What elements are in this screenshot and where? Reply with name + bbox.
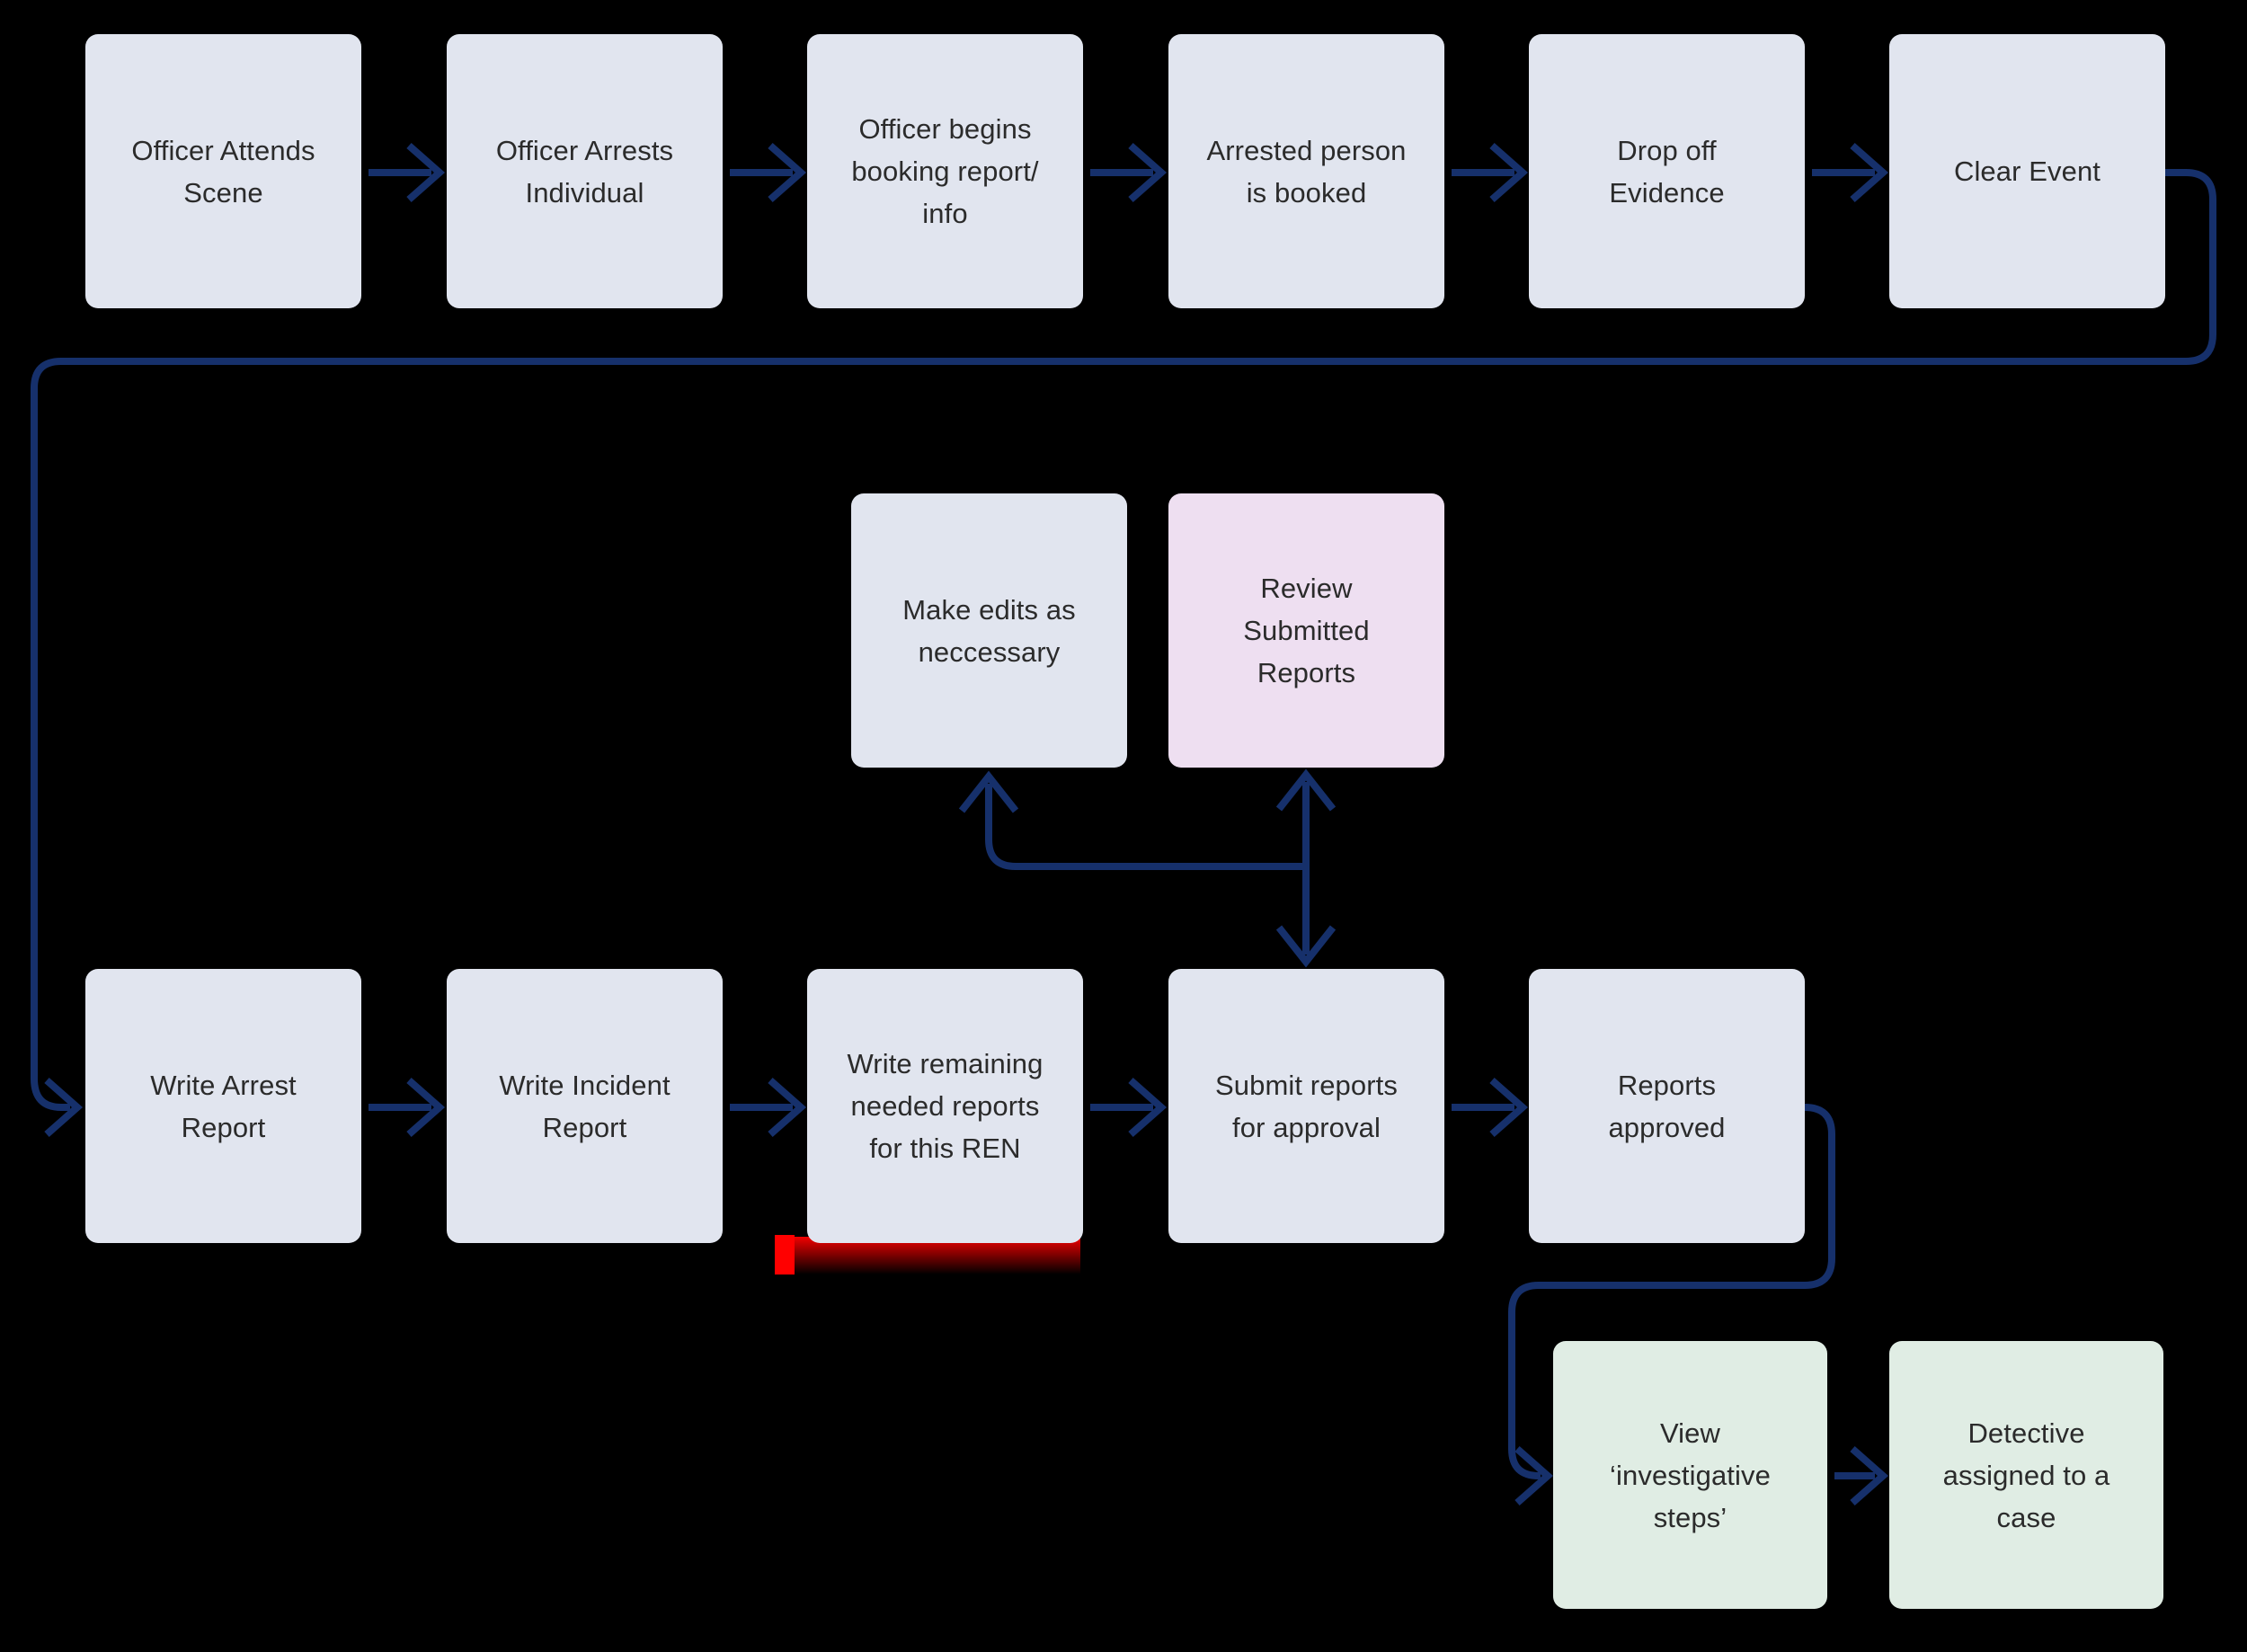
node-write-remaining-needed-reports[interactable]: Write remaining needed reports for this … bbox=[807, 969, 1083, 1243]
edge-arrest-report-to-incident-report bbox=[369, 1078, 446, 1137]
edge-remaining-reports-to-submit bbox=[1090, 1078, 1168, 1137]
edge-submit-to-review-bidirectional bbox=[1275, 768, 1337, 968]
edge-evidence-to-clear bbox=[1812, 143, 1889, 202]
node-write-arrest-report[interactable]: Write Arrest Report bbox=[85, 969, 361, 1243]
edge-review-to-make-edits bbox=[958, 770, 1302, 870]
node-review-submitted-reports[interactable]: Review Submitted Reports bbox=[1168, 493, 1444, 768]
edge-reports-approved-to-view-steps bbox=[1508, 1104, 1835, 1505]
edge-booked-to-evidence bbox=[1452, 143, 1529, 202]
node-detective-assigned-to-a-case[interactable]: Detective assigned to a case bbox=[1889, 1341, 2163, 1609]
edge-incident-report-to-remaining-reports bbox=[730, 1078, 807, 1137]
node-officer-attends-scene[interactable]: Officer Attends Scene bbox=[85, 34, 361, 308]
node-arrested-person-is-booked[interactable]: Arrested person is booked bbox=[1168, 34, 1444, 308]
edge-booking-to-booked bbox=[1090, 143, 1168, 202]
edge-clear-to-arrest-report bbox=[31, 169, 2216, 1137]
node-reports-approved[interactable]: Reports approved bbox=[1529, 969, 1805, 1243]
node-make-edits-as-necessary[interactable]: Make edits as neccessary bbox=[851, 493, 1127, 768]
node-submit-reports-for-approval[interactable]: Submit reports for approval bbox=[1168, 969, 1444, 1243]
edge-scene-to-arrest bbox=[369, 143, 446, 202]
node-drop-off-evidence[interactable]: Drop off Evidence bbox=[1529, 34, 1805, 308]
node-officer-arrests-individual[interactable]: Officer Arrests Individual bbox=[447, 34, 723, 308]
node-view-investigative-steps[interactable]: View ‘investigative steps’ bbox=[1553, 1341, 1827, 1609]
edge-arrest-to-booking bbox=[730, 143, 807, 202]
node-officer-begins-booking-report[interactable]: Officer begins booking report/ info bbox=[807, 34, 1083, 308]
edge-view-steps-to-detective bbox=[1834, 1446, 1889, 1505]
node-clear-event[interactable]: Clear Event bbox=[1889, 34, 2165, 308]
node-write-incident-report[interactable]: Write Incident Report bbox=[447, 969, 723, 1243]
edge-submit-to-reports-approved bbox=[1452, 1078, 1529, 1137]
